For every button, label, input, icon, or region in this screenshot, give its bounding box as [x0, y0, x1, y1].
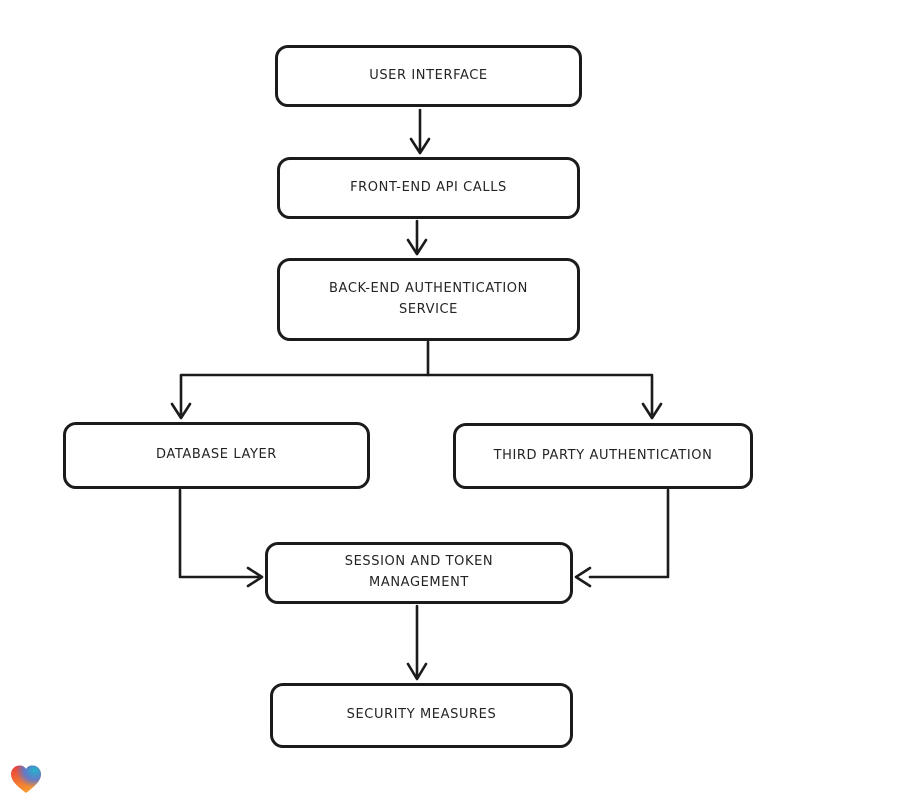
node-security-measures: SECURITY MEASURES	[270, 683, 573, 748]
node-user-interface: USER INTERFACE	[275, 45, 582, 107]
node-back-end-authentication-service: BACK-END AUTHENTICATION SERVICE	[277, 258, 580, 341]
node-front-end-api-calls: FRONT-END API CALLS	[277, 157, 580, 219]
node-user-interface-label: USER INTERFACE	[369, 67, 488, 83]
connector-session-to-security	[406, 604, 428, 681]
node-front-end-api-calls-label: FRONT-END API CALLS	[350, 179, 507, 195]
connector-database-to-session	[178, 488, 264, 588]
gradient-heart-logo[interactable]	[8, 762, 44, 796]
node-third-party-authentication-label: THIRD PARTY AUTHENTICATION	[493, 447, 713, 463]
node-database-layer-label: DATABASE LAYER	[156, 447, 277, 463]
node-third-party-authentication: THIRD PARTY AUTHENTICATION	[453, 423, 753, 489]
node-security-measures-label: SECURITY MEASURES	[346, 707, 497, 723]
node-back-end-authentication-service-label: BACK-END AUTHENTICATION SERVICE	[329, 280, 528, 317]
connector-backend-to-database	[170, 340, 430, 420]
connector-backend-to-thirdparty	[426, 373, 663, 420]
node-session-and-token-management-label: SESSION AND TOKEN MANAGEMENT	[344, 554, 494, 590]
connector-ui-to-frontend	[409, 108, 431, 155]
node-session-and-token-management: SESSION AND TOKEN MANAGEMENT	[265, 542, 573, 604]
connector-thirdparty-to-session	[574, 488, 670, 588]
node-database-layer: DATABASE LAYER	[63, 422, 370, 489]
connector-frontend-to-backend	[406, 219, 428, 256]
